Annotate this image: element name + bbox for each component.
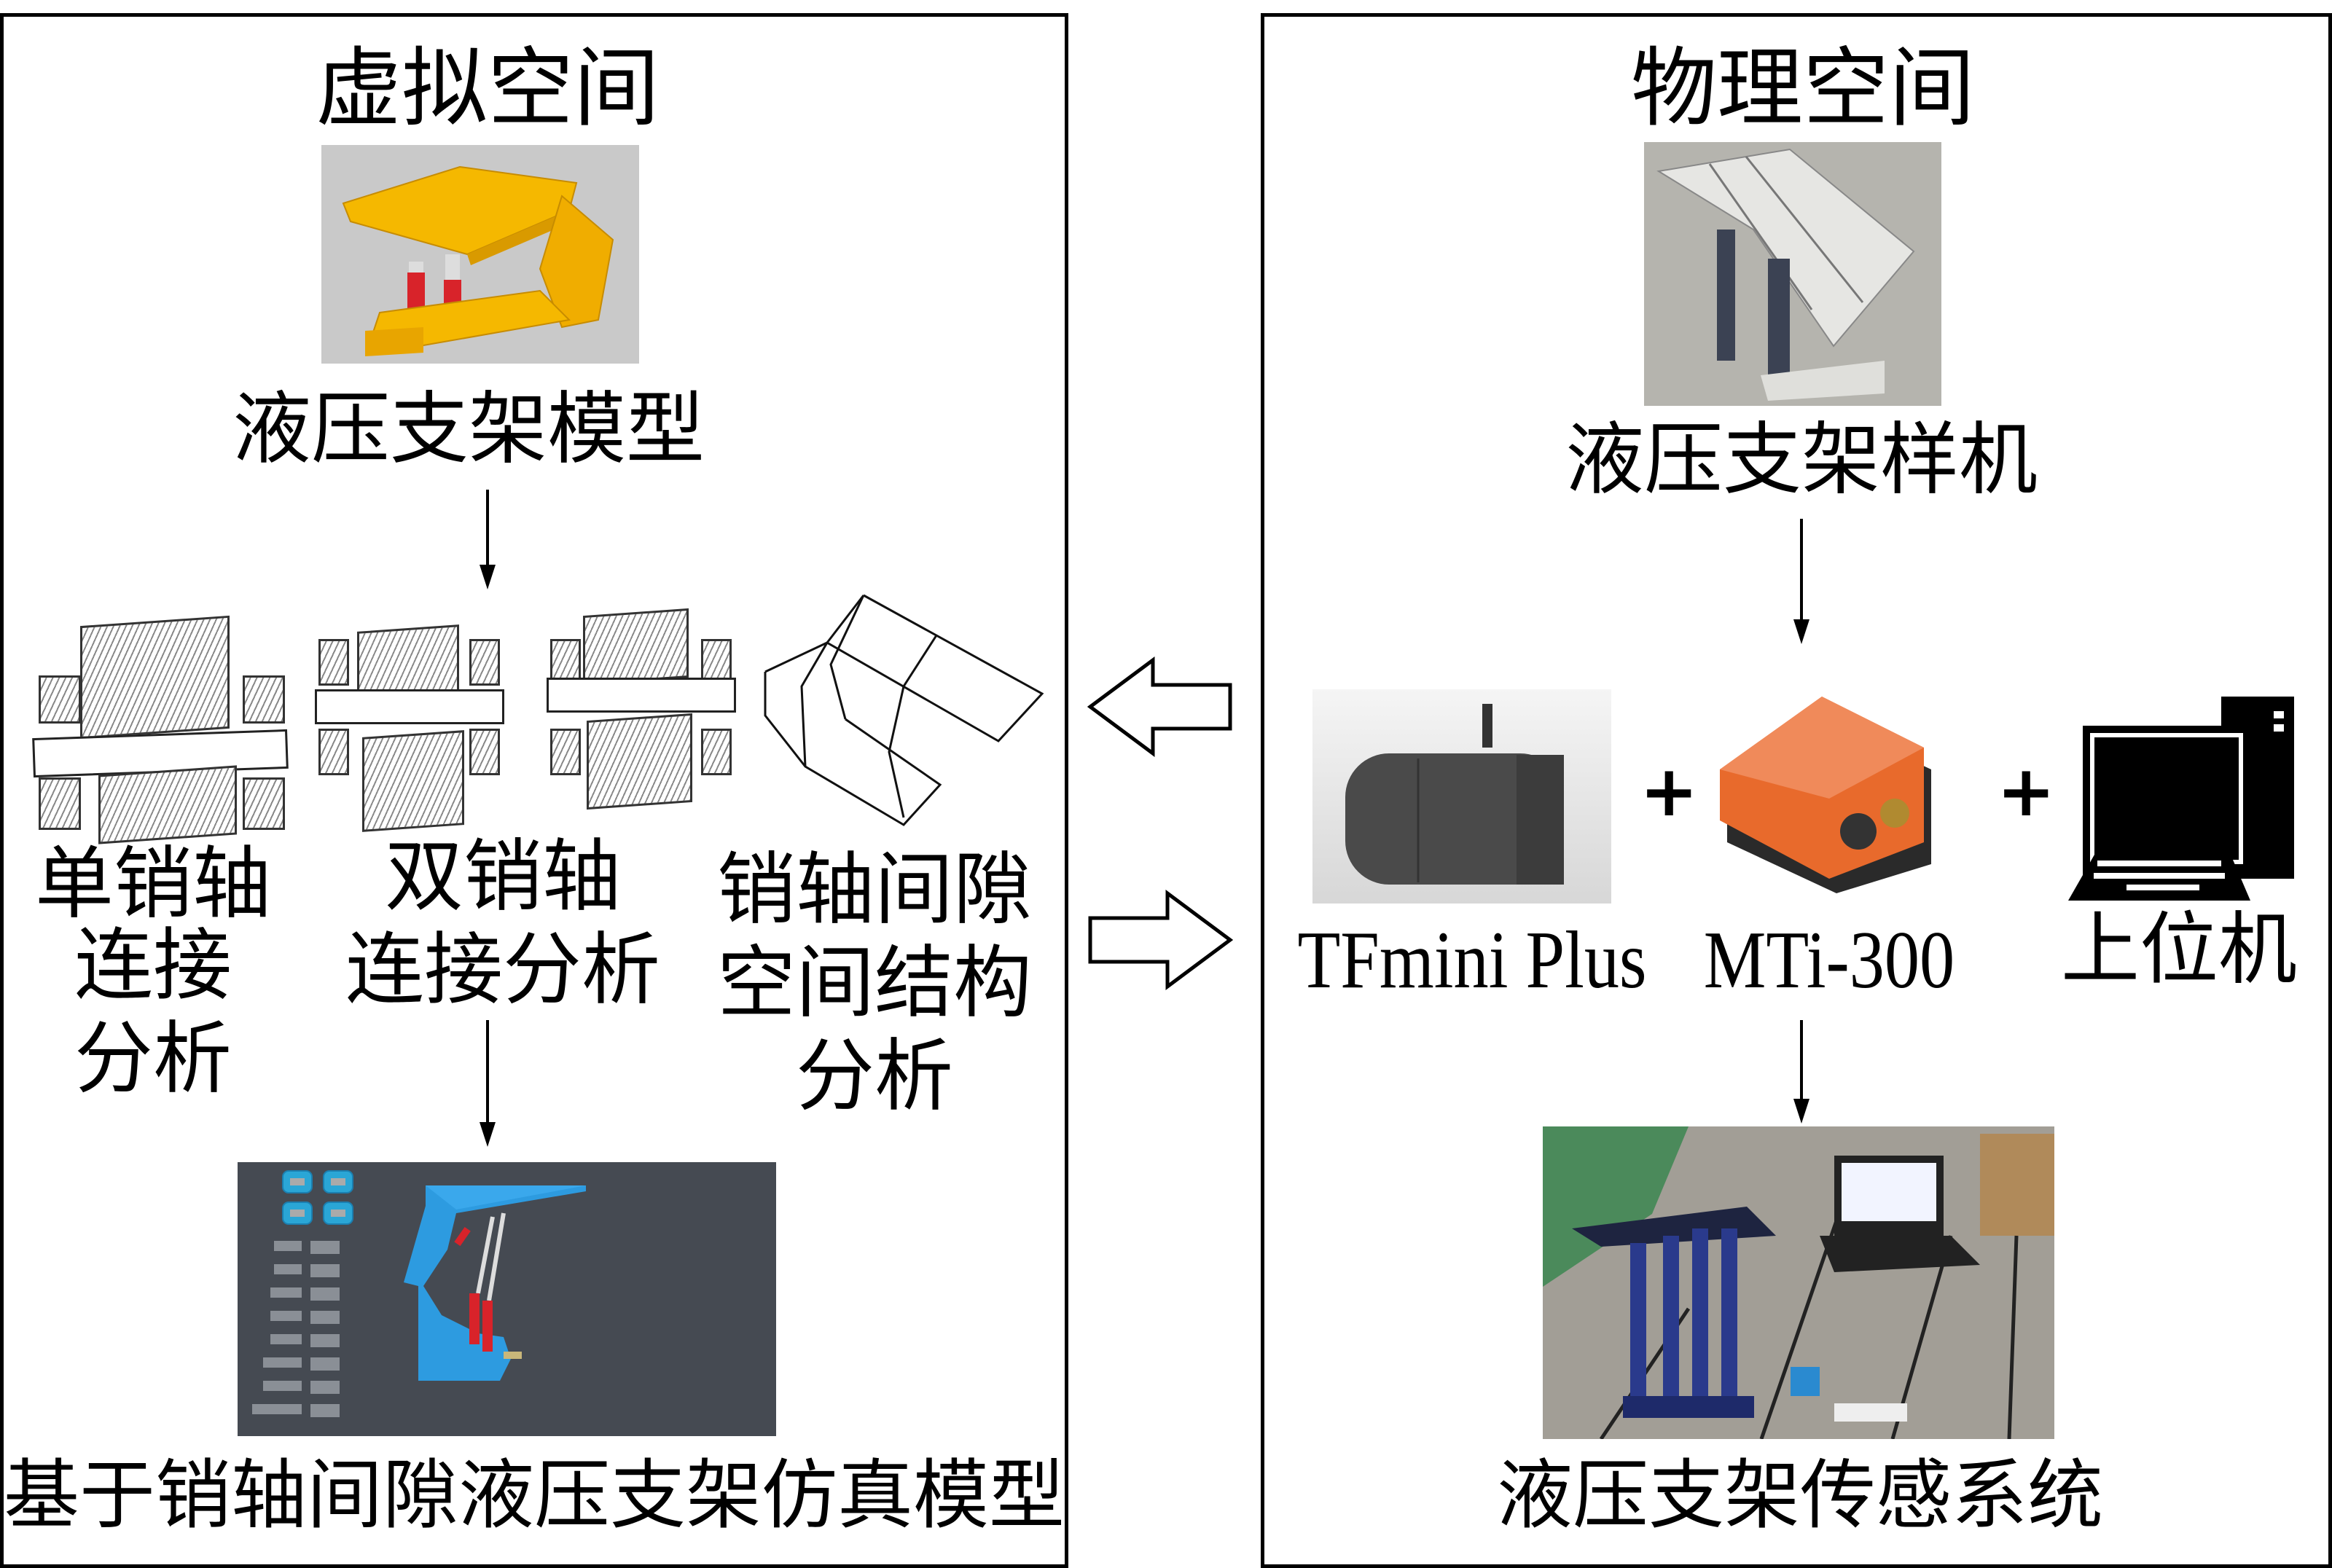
hydraulic-support-prototype-image: [1644, 142, 1941, 406]
pin-clearance-spatial-diagram: [758, 592, 1049, 847]
arrow-model-to-analysis: [486, 490, 489, 566]
simulation-model-image: [238, 1162, 776, 1436]
physical-space-panel: [1261, 13, 2332, 1568]
sensing-system-caption: 液压支架传感系统: [1496, 1451, 2103, 1540]
arrow-head-icon: [1793, 1099, 1809, 1124]
plus-sign: +: [1997, 750, 2056, 832]
arrow-head-icon: [1793, 619, 1809, 644]
hydraulic-support-model-caption: 液压支架模型: [232, 384, 705, 475]
tfmini-plus-label: TFmini Plus: [1297, 915, 1647, 1006]
hydraulic-support-prototype-caption: 液压支架样机: [1565, 415, 2038, 506]
plus-sign: +: [1640, 750, 1699, 832]
hydraulic-support-model-image: [321, 145, 639, 364]
double-pin-diagram-b: [547, 606, 736, 842]
arrow-prototype-to-sensors: [1800, 519, 1803, 621]
virtual-space-panel: [0, 13, 1068, 1568]
tfmini-plus-lidar-image: [1312, 689, 1611, 903]
arrow-head-icon: [480, 565, 496, 589]
arrow-analysis-to-simulation: [486, 1020, 489, 1124]
host-computer-label: 上位机: [2060, 904, 2297, 995]
mti-300-label: MTi-300: [1703, 915, 1955, 1006]
arrow-head-icon: [480, 1122, 496, 1147]
virtual-space-title: 虚拟空间: [316, 38, 660, 138]
physical-space-title: 物理空间: [1631, 38, 1976, 138]
arrow-virtual-to-physical-icon: [1088, 890, 1233, 990]
arrow-physical-to-virtual-icon: [1087, 656, 1232, 757]
host-computer-icon: [2068, 697, 2294, 901]
single-pin-diagram: [32, 606, 289, 844]
mti-300-imu-image: [1713, 689, 1964, 901]
arrow-sensors-to-system: [1800, 1020, 1803, 1102]
simulation-model-caption: 基于销轴间隙液压支架仿真模型: [3, 1451, 1065, 1540]
sensing-system-image: [1543, 1126, 2054, 1439]
double-pin-diagram-a: [315, 606, 504, 842]
